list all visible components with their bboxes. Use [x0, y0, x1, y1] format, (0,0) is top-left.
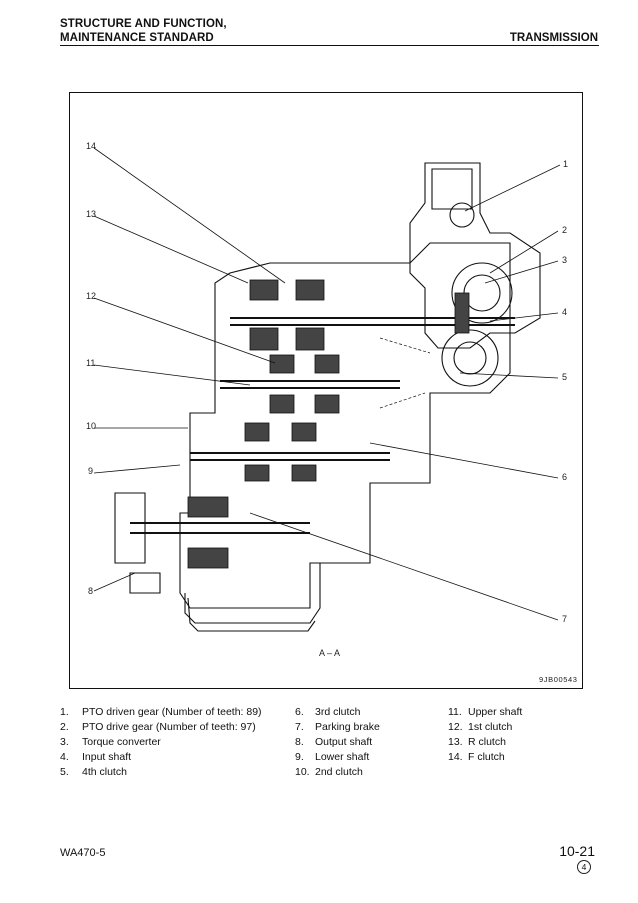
- legend-item: 1. PTO driven gear (Number of teeth: 89): [60, 705, 262, 720]
- legend-text: Parking brake: [315, 721, 380, 733]
- section-title: STRUCTURE AND FUNCTION, MAINTENANCE STAN…: [60, 17, 227, 45]
- legend-text: Output shaft: [315, 736, 373, 748]
- legend-item: 9. Lower shaft: [295, 750, 380, 765]
- callout-8: 8: [88, 586, 94, 596]
- legend-number: 1.: [60, 706, 69, 718]
- section-view-label: A – A: [319, 648, 341, 658]
- legend-number: 5.: [60, 766, 69, 778]
- legend-column-3: 11. Upper shaft 12. 1st clutch 13. R clutch…: [448, 705, 522, 765]
- legend-text: 2nd clutch: [315, 766, 363, 778]
- legend-number: 12.: [448, 721, 463, 733]
- callout-6: 6: [562, 472, 568, 482]
- callout-10: 10: [86, 421, 97, 431]
- callout-9: 9: [88, 466, 94, 476]
- legend-number: 4.: [60, 751, 69, 763]
- legend-number: 13.: [448, 736, 463, 748]
- legend-text: 1st clutch: [468, 721, 513, 733]
- legend-item: 7. Parking brake: [295, 720, 380, 735]
- callout-2: 2: [562, 225, 568, 235]
- callout-7: 7: [562, 614, 568, 624]
- section-title-line2: MAINTENANCE STANDARD: [60, 32, 214, 44]
- legend-text: Torque converter: [82, 736, 161, 748]
- legend-text: 3rd clutch: [315, 706, 361, 718]
- legend-text: Lower shaft: [315, 751, 370, 763]
- legend-number: 11.: [448, 706, 462, 718]
- legend-item: 2. PTO drive gear (Number of teeth: 97): [60, 720, 262, 735]
- page-number: 10-21: [559, 843, 595, 859]
- legend-column-1: 1.PTO driven gear (Number of teeth: 89) …: [60, 705, 262, 780]
- legend-text: PTO driven gear (Number of teeth: 89): [82, 706, 262, 718]
- legend-number: 14.: [448, 751, 463, 763]
- legend-item: 8. Output shaft: [295, 735, 380, 750]
- legend-text: Upper shaft: [468, 706, 523, 718]
- legend-item: 4. Input shaft: [60, 750, 262, 765]
- section-title-line1: STRUCTURE AND FUNCTION,: [60, 18, 227, 30]
- legend-text: R clutch: [468, 736, 506, 748]
- legend-item: 14. F clutch: [448, 750, 522, 765]
- header-divider: [60, 45, 599, 46]
- legend-number: 9.: [295, 751, 304, 763]
- callout-12: 12: [86, 291, 97, 301]
- legend-number: 7.: [295, 721, 304, 733]
- legend-item: 10. 2nd clutch: [295, 765, 380, 780]
- legend-text: 4th clutch: [82, 766, 127, 778]
- legend-column-2: 6. 3rd clutch 7. Parking brake 8. Output sh…: [295, 705, 380, 780]
- legend-number: 6.: [295, 706, 304, 718]
- callout-1: 1: [563, 159, 569, 169]
- callout-3: 3: [562, 255, 568, 265]
- chapter-title: TRANSMISSION: [509, 32, 598, 44]
- revision-mark: 4: [577, 860, 591, 874]
- legend-text: Input shaft: [82, 751, 132, 763]
- legend-number: 8.: [295, 736, 304, 748]
- legend-item: 5. 4th clutch: [60, 765, 262, 780]
- legend-number: 3.: [60, 736, 69, 748]
- callout-11: 11: [86, 358, 96, 368]
- callout-13: 13: [86, 209, 97, 219]
- callout-4: 4: [562, 307, 568, 317]
- figure-code: 9JB00543: [539, 675, 578, 684]
- legend-text: F clutch: [468, 751, 505, 763]
- legend-item: 6. 3rd clutch: [295, 705, 380, 720]
- callout-5: 5: [562, 372, 568, 382]
- transmission-drawing: [93, 147, 561, 632]
- callout-14: 14: [86, 141, 97, 151]
- transmission-cross-section-figure: 14 13 12 11 10 9 8 1 2 3 4 5 6 7: [69, 92, 583, 689]
- legend-text: PTO drive gear (Number of teeth: 97): [82, 721, 256, 733]
- legend-item: 3. Torque converter: [60, 735, 262, 750]
- model-number: WA470-5: [60, 847, 106, 859]
- legend-item: 12. 1st clutch: [448, 720, 522, 735]
- legend-item: 13. R clutch: [448, 735, 522, 750]
- legend-item: 11. Upper shaft: [448, 705, 522, 720]
- legend-number: 10.: [295, 766, 310, 778]
- legend-number: 2.: [60, 721, 69, 733]
